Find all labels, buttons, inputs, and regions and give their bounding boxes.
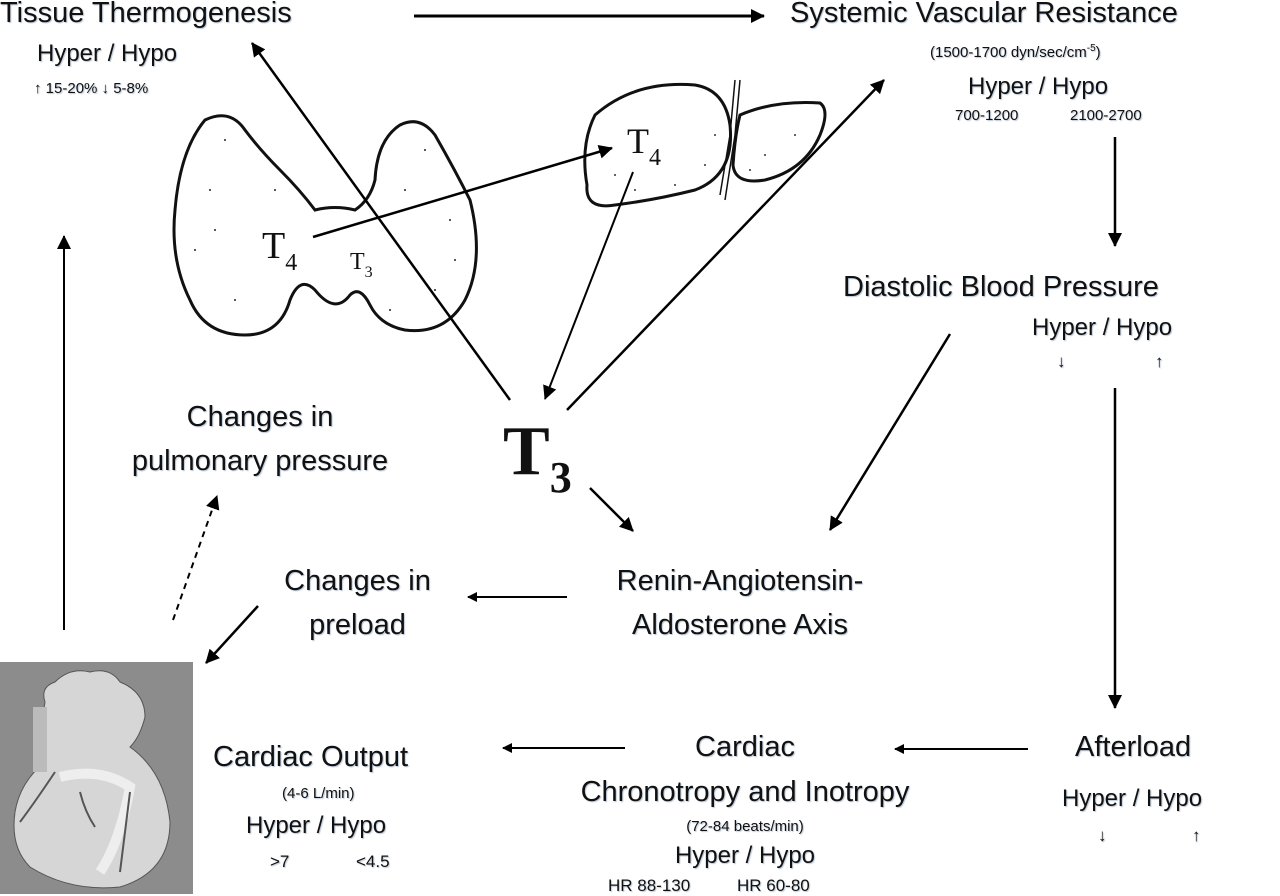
chronotropy-hypo-value: HR 60-80 (737, 876, 810, 895)
svr-normal-prefix: (1500-1700 dyn/sec/cm (930, 44, 1087, 61)
afterload-hypo-value: ↑ (1192, 826, 1201, 845)
thyroid-t3-label: T3 (350, 248, 373, 287)
chronotropy-line1: Cardiac (695, 731, 795, 763)
cardiac-output-title: Cardiac Output (213, 741, 409, 773)
cardiac-output-hypo-value: <4.5 (356, 852, 390, 871)
thyroid-t4-label: T4 (262, 226, 297, 283)
pulmonary-line2: pulmonary pressure (131, 445, 389, 477)
t3-central-sub: 3 (549, 453, 572, 502)
thermogenesis-values: ↑ 15-20% ↓ 5-8% (34, 80, 149, 97)
afterload-title: Afterload (1075, 731, 1192, 763)
diastolic-hyper-hypo: Hyper / Hypo (1032, 314, 1173, 341)
arrow-t3-to-thermogenesis (250, 42, 512, 401)
liver-t4-base: T (627, 121, 649, 161)
diastolic-hypo-value: ↑ (1155, 352, 1164, 371)
thyroid-illustration (172, 114, 478, 337)
thyroid-t4-base: T (262, 225, 286, 267)
diastolic-title: Diastolic Blood Pressure (843, 271, 1159, 303)
svr-title: Systemic Vascular Resistance (790, 0, 1178, 29)
thermogenesis-hyper-hypo: Hyper / Hypo (37, 40, 178, 67)
liver-illustration (583, 79, 827, 208)
chronotropy-hyper-hypo: Hyper / Hypo (674, 842, 816, 869)
svr-normal-sup: -5 (1086, 43, 1096, 54)
diastolic-hyper-value: ↓ (1057, 352, 1066, 371)
thyroid-t3-base: T (350, 249, 365, 275)
svr-normal-range: (1500-1700 dyn/sec/cm-5) (930, 40, 1101, 62)
liver-t4-label: T4 (627, 122, 661, 177)
arrow-diastolic-to-raas (828, 333, 952, 531)
cardiac-output-hyper-value: >7 (270, 852, 290, 871)
t3-central-label: T3 (503, 414, 572, 516)
arrow-t3-to-svr (566, 79, 885, 411)
liver-t4-sub: 4 (649, 145, 661, 171)
chronotropy-hyper-value: HR 88-130 (608, 876, 691, 895)
raas-line1: Renin-Angiotensin- (616, 565, 864, 597)
preload-line1: Changes in (284, 565, 431, 597)
arrow-t3-to-raas (589, 487, 634, 532)
heart-illustration (0, 662, 193, 894)
cardiac-output-hyper-hypo: Hyper / Hypo (246, 812, 387, 839)
cardiac-output-normal: (4-6 L/min) (282, 785, 355, 802)
chronotropy-line2: Chronotropy and Inotropy (580, 776, 910, 808)
svr-normal-suffix: ) (1095, 44, 1101, 61)
arrow-preload-to-heart (205, 605, 259, 664)
afterload-hyper-value: ↓ (1098, 826, 1107, 845)
chronotropy-normal: (72-84 beats/min) (686, 818, 804, 835)
thyroid-t4-sub: 4 (285, 250, 298, 276)
thermogenesis-title: Tissue Thermogenesis (0, 0, 292, 29)
arrow-heart-to-pulmonary-dashed (172, 495, 220, 621)
t3-central-base: T (503, 413, 550, 490)
arrow-liver-t4-to-t3 (543, 171, 634, 400)
svr-hypo-value: 2100-2700 (1070, 107, 1142, 124)
raas-line2: Aldosterone Axis (631, 609, 848, 641)
preload-line2: preload (309, 609, 406, 641)
svr-hyper-hypo: Hyper / Hypo (968, 73, 1109, 100)
afterload-hyper-hypo: Hyper / Hypo (1062, 785, 1203, 812)
pulmonary-line1: Changes in (186, 401, 334, 433)
svr-hyper-value: 700-1200 (955, 107, 1019, 124)
arrow-thyroid-t4-to-liver (312, 144, 613, 239)
thyroid-t3-sub: 3 (364, 264, 373, 281)
